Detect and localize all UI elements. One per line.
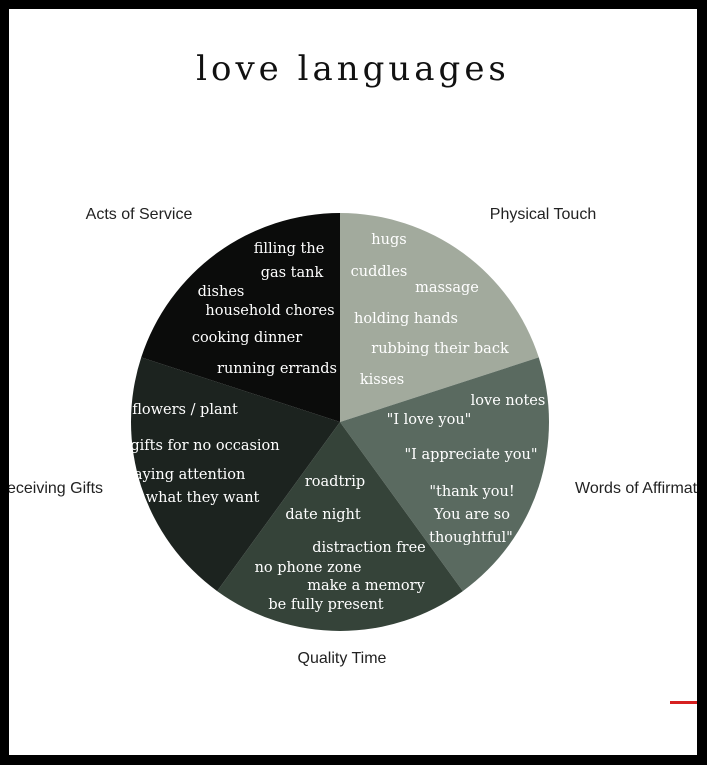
slice-item-label: "I love you" [387, 412, 472, 428]
slice-item-label: "thank you! [429, 484, 514, 500]
category-label: Quality Time [298, 650, 387, 667]
pie-slice-acts-of-service [141, 213, 340, 422]
slice-item-label: filling the [254, 241, 325, 257]
pie-slice-quality-time [217, 422, 463, 631]
pie-slice-words-of-affirmation [340, 357, 549, 592]
slice-item-label: no phone zone [255, 560, 362, 576]
category-label: Words of Affirmat [575, 480, 697, 497]
slice-item-label: be fully present [268, 597, 383, 613]
slice-item-label: paying attention [125, 467, 246, 483]
pie-slice-physical-touch [340, 213, 539, 422]
slice-item-label: cuddles [351, 264, 408, 280]
category-label: Physical Touch [490, 206, 596, 223]
category-label: eceiving Gifts [9, 480, 103, 497]
slice-item-label: running errands [217, 361, 337, 377]
slice-item-label: roadtrip [305, 474, 365, 490]
slice-item-label: hugs [371, 232, 406, 248]
slice-item-label: make a memory [307, 578, 425, 594]
category-label: Acts of Service [86, 206, 193, 223]
slice-item-label: gas tank [261, 265, 324, 281]
slice-item-label: holding hands [354, 311, 458, 327]
slice-item-label: gifts for no occasion [130, 438, 279, 454]
pie-chart: Acts of Service Physical Touch eceiving Gi… [9, 206, 697, 667]
slice-item-label: date night [285, 507, 361, 523]
slice-item-label: flowers / plant [132, 402, 238, 418]
chart-title: love languages [196, 49, 510, 89]
slice-item-label: massage [415, 280, 479, 296]
pie-slice-receiving-gifts [131, 357, 340, 592]
slice-item-label: distraction free [312, 540, 426, 556]
slice-item-label: You are so [433, 507, 510, 523]
slice-item-label: kisses [360, 372, 404, 388]
slice-item-label: love notes [471, 393, 546, 409]
red-edge-mark [670, 701, 697, 704]
slice-item-label: to what they want [127, 490, 260, 506]
slice-item-label: "I appreciate you" [404, 447, 537, 463]
slice-item-label: thoughtful" [429, 530, 513, 546]
chart-frame: love languages Acts of Service Physical T… [9, 9, 697, 755]
slice-item-label: rubbing their back [371, 341, 509, 357]
slice-item-label: cooking dinner [192, 330, 302, 346]
slice-item-label: dishes [198, 284, 245, 300]
slice-item-label: household chores [205, 303, 334, 319]
